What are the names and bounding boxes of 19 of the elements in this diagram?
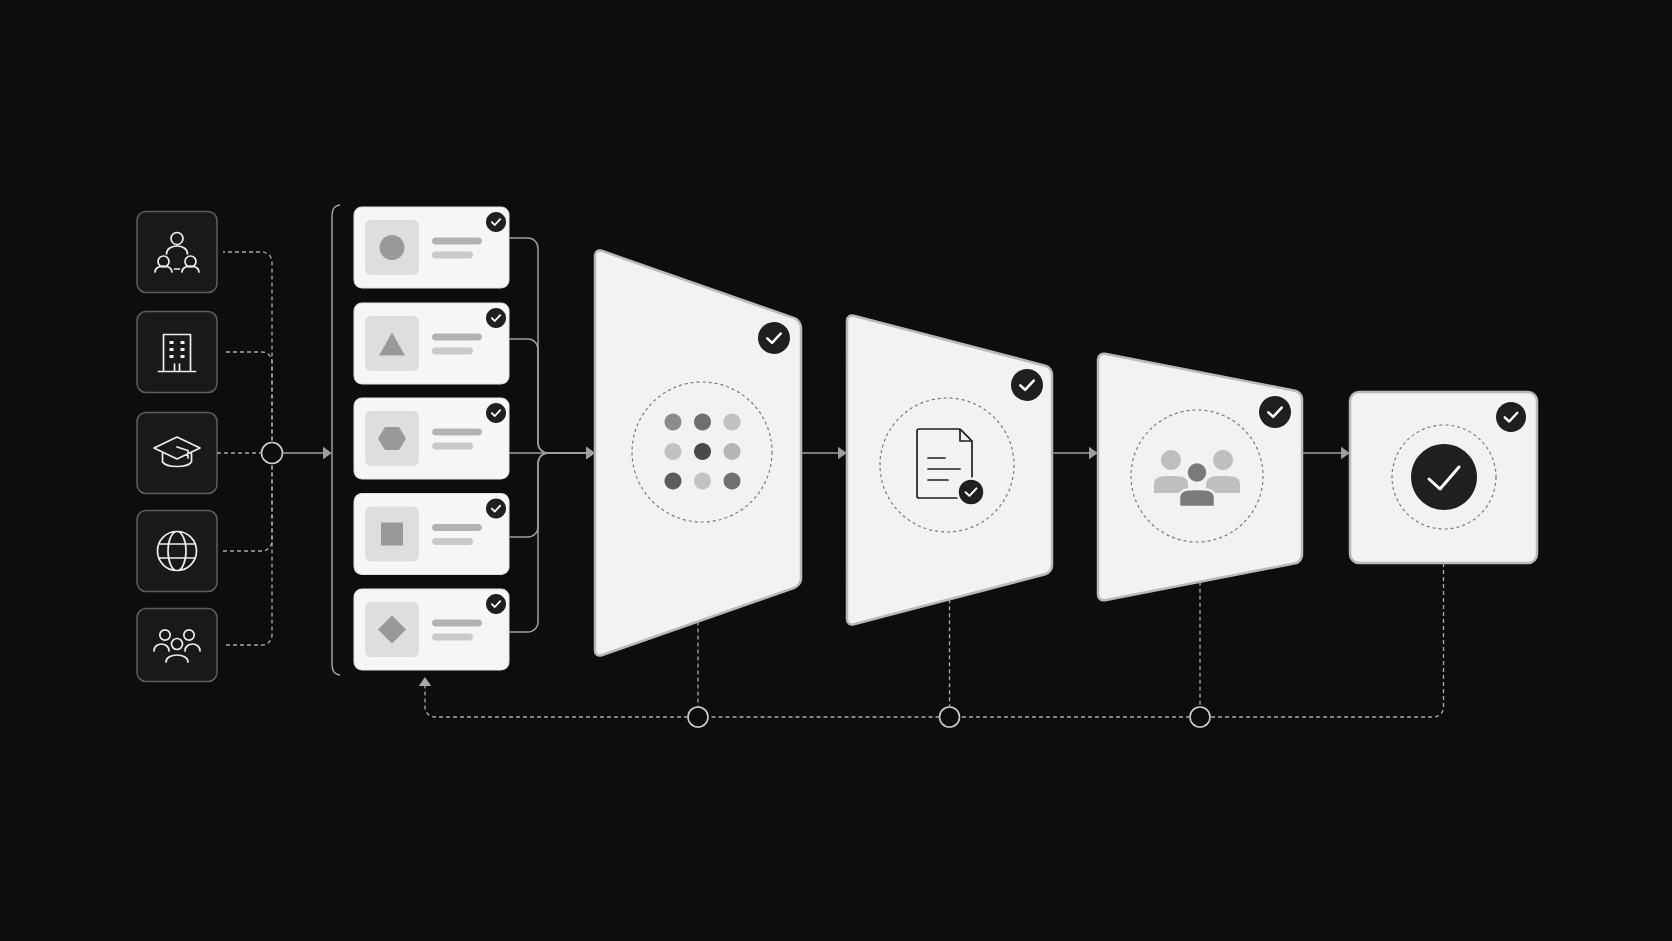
- dashed-line: [216, 452, 263, 454]
- dashed-line: [948, 598, 951, 708]
- trapezoid-panel: [845, 314, 1054, 626]
- junction-circle: [260, 441, 284, 465]
- icon-tile: [136, 411, 218, 495]
- bracket: [331, 204, 341, 676]
- trapezoid-panel: [1096, 352, 1304, 602]
- dashed-line: [707, 716, 941, 718]
- icon-tile: [136, 607, 218, 683]
- dashed-line: [1209, 562, 1445, 718]
- arrow: [508, 446, 595, 633]
- dashed-line: [1199, 581, 1201, 708]
- junction-circle: [938, 706, 961, 728]
- dashed-line: [697, 620, 699, 708]
- trapezoid-panel: [593, 249, 803, 657]
- arrow: [418, 677, 689, 718]
- icon-tile: [136, 310, 218, 394]
- icon-tile: [136, 509, 218, 593]
- icon-tile: [136, 210, 218, 294]
